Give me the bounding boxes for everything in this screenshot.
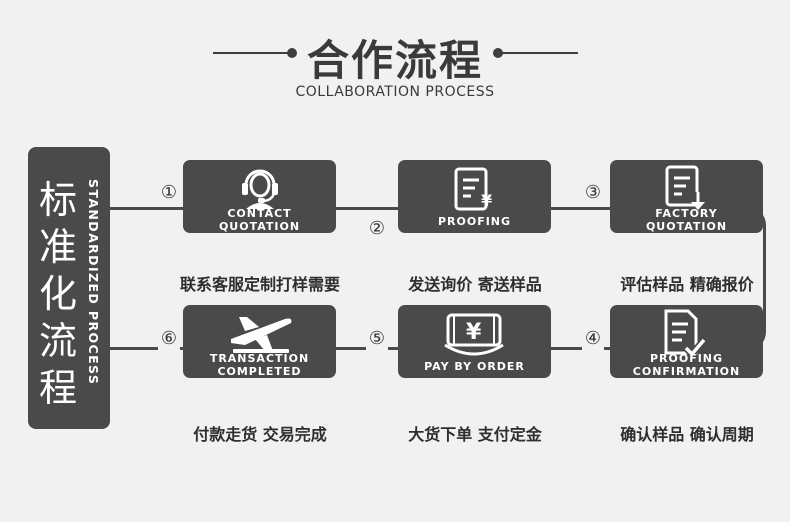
page-title: 合作流程 xyxy=(306,36,483,85)
step-card-factory-quotation: FACTORY QUOTATION xyxy=(610,160,763,233)
headset-icon xyxy=(242,169,278,209)
step-card-contact-quotation: CONTACT QUOTATION xyxy=(183,160,336,233)
header: 合作流程 xyxy=(0,22,790,85)
step-4-caption: 确认样品 确认周期 xyxy=(620,425,754,444)
step-1-caption: 联系客服定制打样需要 xyxy=(179,275,340,294)
step-card-proofing-confirmation: PROOFING CONFIRMATION xyxy=(610,305,763,378)
side-title-cn: 标准化流程 xyxy=(38,178,77,410)
step-number-4: ④ xyxy=(582,328,604,350)
document-check-icon xyxy=(664,309,707,360)
step-3-label-2: QUOTATION xyxy=(645,220,728,233)
standardized-process-box: 标准化流程 STANDARDIZED PROCESS xyxy=(28,147,110,429)
page-subtitle: COLLABORATION PROCESS xyxy=(295,84,495,100)
document-download-icon xyxy=(665,165,705,210)
title-right-line xyxy=(498,52,578,54)
step-2-label-1: PROOFING xyxy=(437,215,512,228)
step-3-caption: 评估样品 精确报价 xyxy=(620,275,754,294)
step-number-2: ② xyxy=(366,218,388,240)
step-5-caption: 大货下单 支付定金 xyxy=(408,425,542,444)
step-6-caption: 付款走货 交易完成 xyxy=(193,425,327,444)
step-number-6: ⑥ xyxy=(158,328,180,350)
step-5-label-1: PAY BY ORDER xyxy=(424,360,525,373)
step-card-transaction-completed: TRANSACTION COMPLETED xyxy=(183,305,336,378)
step-3-label-1: FACTORY xyxy=(655,207,718,220)
title-left-dot xyxy=(287,48,297,58)
title-left-line xyxy=(213,52,293,54)
document-yen-icon: ¥ xyxy=(454,167,492,211)
svg-text:¥: ¥ xyxy=(466,320,482,345)
step-1-label-1: CONTACT xyxy=(227,207,292,220)
step-number-5: ⑤ xyxy=(366,328,388,350)
step-4-label-2: CONFIRMATION xyxy=(632,365,741,378)
svg-text:¥: ¥ xyxy=(481,191,492,210)
side-title-en: STANDARDIZED PROCESS xyxy=(86,179,101,386)
step-card-pay-by-order: ¥ PAY BY ORDER xyxy=(398,305,551,378)
step-number-3: ③ xyxy=(582,182,604,204)
step-4-label-1: PROOFING xyxy=(649,352,724,365)
step-1-label-2: QUOTATION xyxy=(218,220,301,233)
airplane-icon xyxy=(231,317,292,353)
step-2-caption: 发送询价 寄送样品 xyxy=(408,275,542,294)
yen-bill-icon: ¥ xyxy=(444,313,504,356)
step-card-proofing: ¥ PROOFING xyxy=(398,160,551,233)
step-6-label-2: COMPLETED xyxy=(217,365,302,378)
step-number-1: ① xyxy=(158,182,180,204)
step-6-label-1: TRANSACTION xyxy=(209,352,310,365)
